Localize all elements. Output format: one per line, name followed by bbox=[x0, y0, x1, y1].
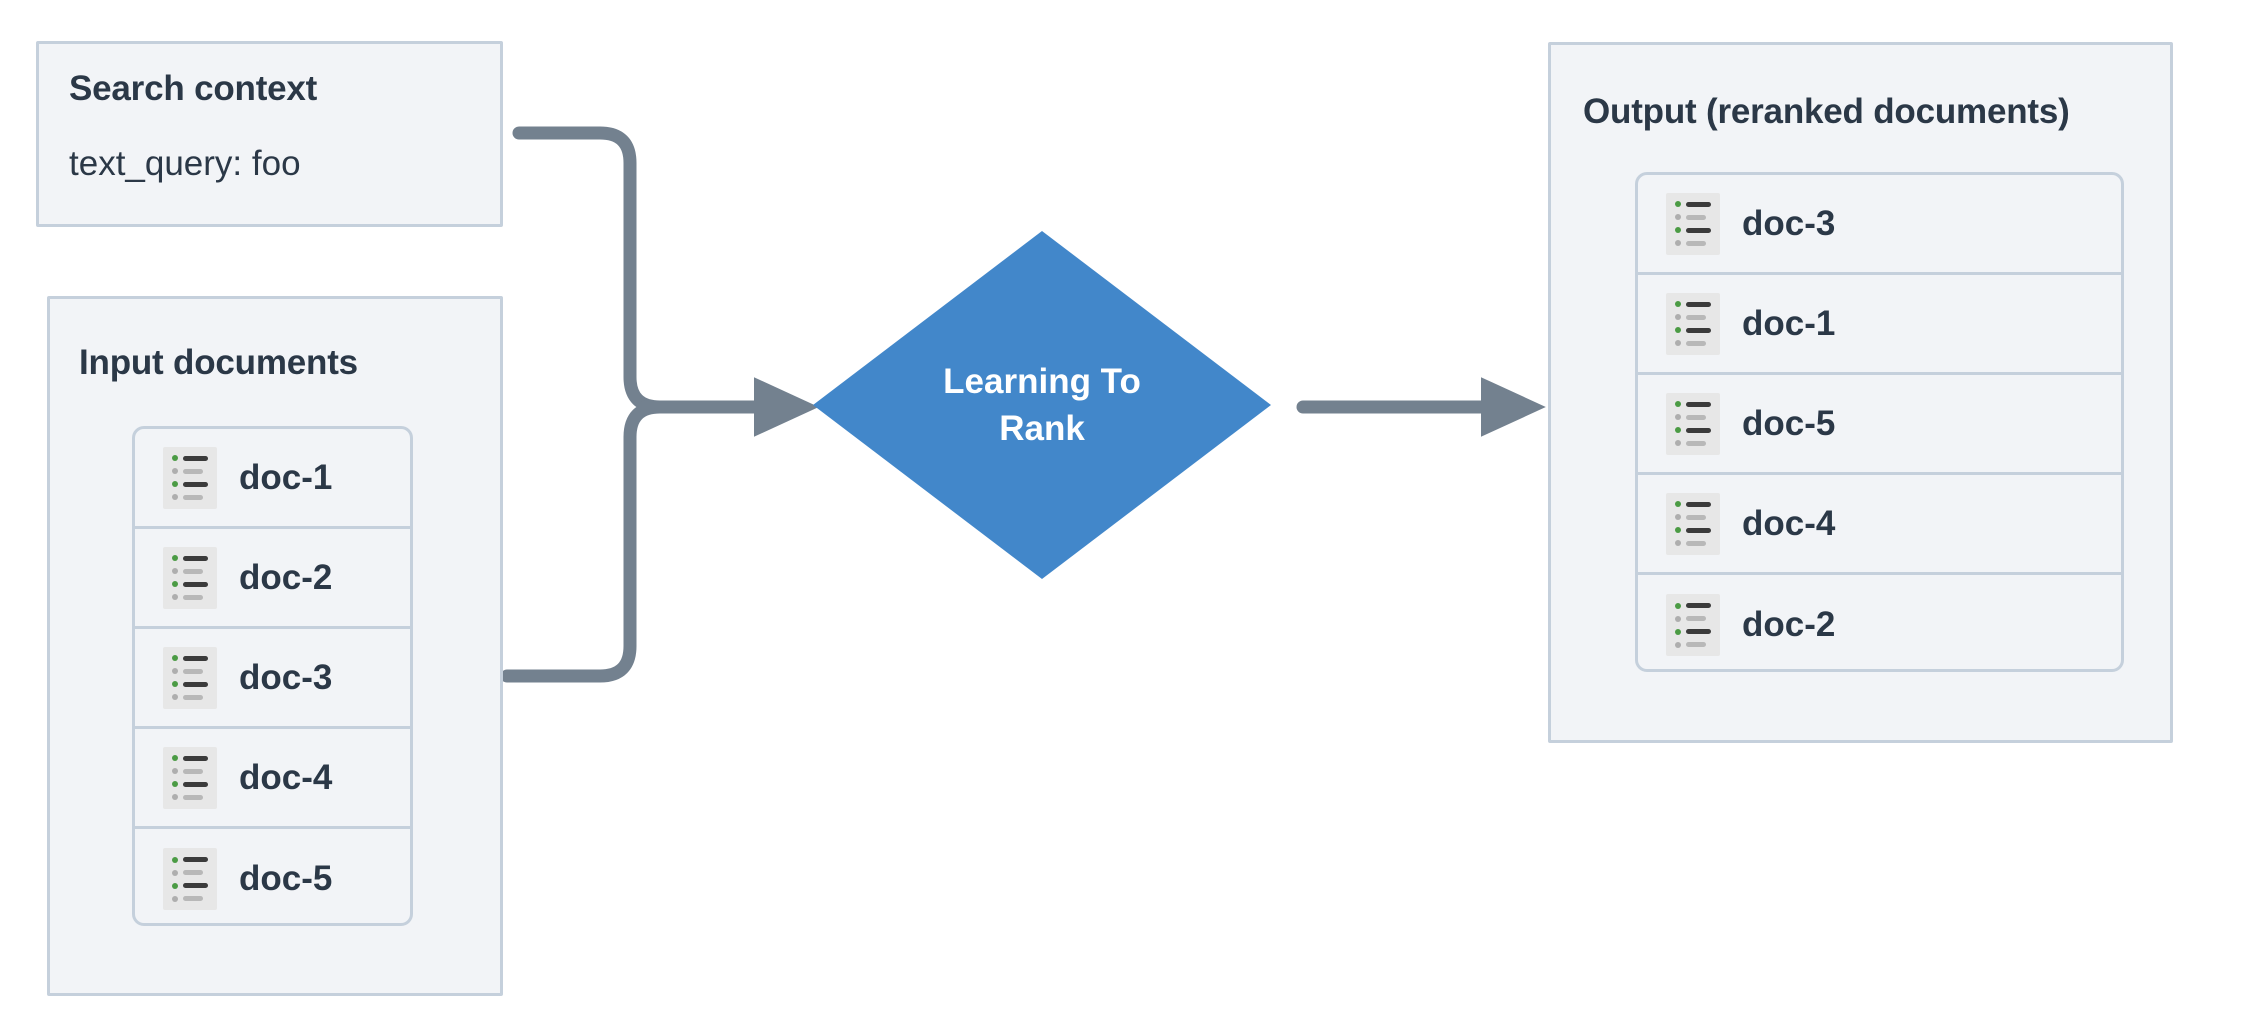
input-documents-panel: Input documents doc-1 doc-2 bbox=[47, 296, 503, 996]
list-item[interactable]: doc-5 bbox=[135, 829, 410, 923]
document-label: doc-3 bbox=[1742, 203, 1836, 243]
input-documents-title: Input documents bbox=[79, 343, 358, 382]
output-title: Output (reranked documents) bbox=[1583, 92, 2070, 131]
input-document-list: doc-1 doc-2 doc-3 bbox=[132, 426, 413, 926]
search-context-title: Search context bbox=[69, 69, 318, 108]
document-label: doc-2 bbox=[239, 557, 333, 597]
connector-search-context-to-ltr bbox=[512, 126, 667, 414]
document-label: doc-2 bbox=[1742, 605, 1836, 644]
document-label: doc-3 bbox=[239, 657, 333, 697]
document-list-icon bbox=[163, 446, 217, 509]
document-list-icon bbox=[1666, 192, 1720, 255]
document-list-icon bbox=[1666, 292, 1720, 355]
document-label: doc-5 bbox=[239, 859, 333, 898]
document-list-icon bbox=[163, 746, 217, 809]
list-item[interactable]: doc-3 bbox=[1638, 175, 2121, 275]
document-label: doc-4 bbox=[1742, 503, 1836, 543]
search-context-panel: Search context text_query: foo bbox=[36, 41, 503, 227]
list-item[interactable]: doc-4 bbox=[135, 729, 410, 829]
document-list-icon bbox=[1666, 492, 1720, 555]
list-item[interactable]: doc-2 bbox=[135, 529, 410, 629]
document-list-icon bbox=[163, 646, 217, 709]
search-context-query: text_query: foo bbox=[69, 144, 301, 183]
document-label: doc-5 bbox=[1742, 403, 1836, 443]
diamond-shape bbox=[813, 231, 1271, 579]
document-label: doc-1 bbox=[239, 457, 333, 497]
list-item[interactable]: doc-3 bbox=[135, 629, 410, 729]
document-list-icon bbox=[1666, 594, 1720, 656]
output-panel: Output (reranked documents) doc-3 bbox=[1548, 42, 2173, 743]
list-item[interactable]: doc-2 bbox=[1638, 575, 2121, 669]
document-label: doc-1 bbox=[1742, 303, 1836, 343]
output-document-list: doc-3 doc-1 doc-5 bbox=[1635, 172, 2124, 672]
document-label: doc-4 bbox=[239, 757, 333, 797]
list-item[interactable]: doc-4 bbox=[1638, 475, 2121, 575]
document-list-icon bbox=[1666, 392, 1720, 455]
document-list-icon bbox=[163, 848, 217, 910]
document-list-icon bbox=[163, 546, 217, 609]
list-item[interactable]: doc-5 bbox=[1638, 375, 2121, 475]
list-item[interactable]: doc-1 bbox=[135, 429, 410, 529]
learning-to-rank-node[interactable]: Learning To Rank bbox=[807, 225, 1277, 585]
connector-input-documents-to-ltr bbox=[500, 400, 667, 683]
list-item[interactable]: doc-1 bbox=[1638, 275, 2121, 375]
